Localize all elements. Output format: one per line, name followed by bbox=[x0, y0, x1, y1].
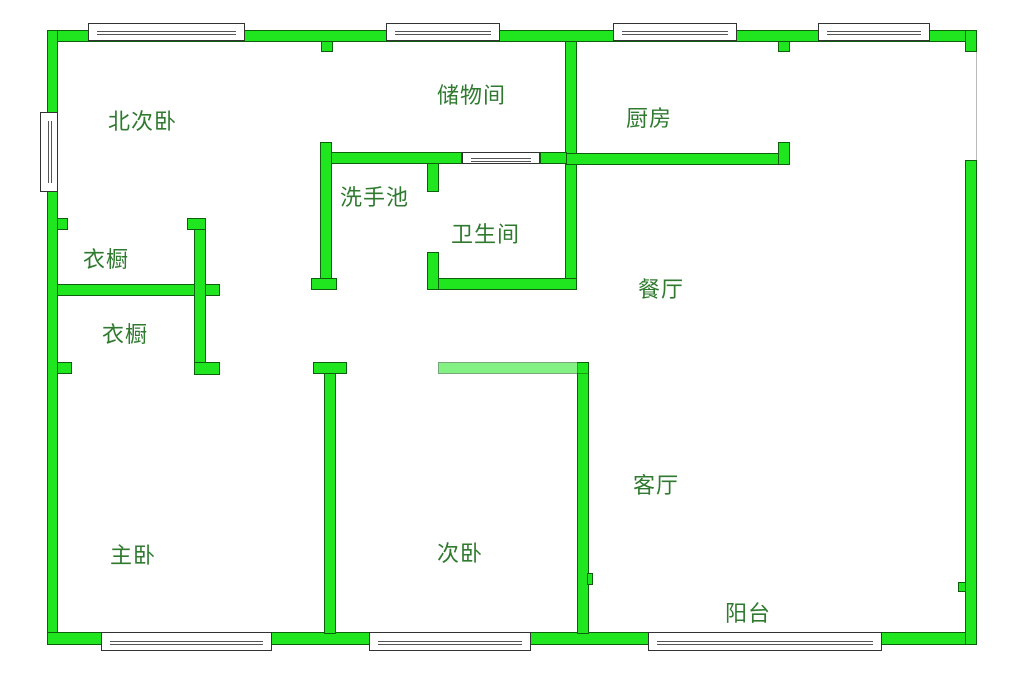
wall bbox=[57, 284, 220, 296]
wall bbox=[427, 278, 577, 290]
wall bbox=[57, 218, 68, 230]
wall bbox=[427, 252, 439, 290]
window bbox=[88, 23, 245, 41]
room-label-washbasin: 洗手池 bbox=[340, 186, 410, 211]
wall bbox=[311, 278, 337, 290]
window bbox=[818, 23, 930, 41]
wall bbox=[194, 362, 220, 375]
wall bbox=[194, 218, 206, 375]
wall bbox=[427, 163, 439, 192]
room-label-north-bedroom: 北次卧 bbox=[108, 110, 178, 135]
wall bbox=[958, 582, 966, 592]
wall bbox=[565, 41, 577, 290]
window bbox=[462, 152, 540, 164]
room-label-master-bedroom: 主卧 bbox=[110, 544, 157, 569]
wall bbox=[565, 153, 790, 165]
wall-right-lower bbox=[965, 160, 977, 645]
wall-right-upper bbox=[965, 30, 977, 52]
wall bbox=[313, 362, 347, 374]
room-label-storage: 储物间 bbox=[437, 84, 507, 109]
window bbox=[648, 632, 882, 651]
wall bbox=[321, 41, 333, 52]
wall bbox=[587, 573, 593, 585]
window bbox=[101, 632, 272, 651]
wall bbox=[187, 218, 206, 230]
window bbox=[40, 112, 58, 192]
wall-right-opening bbox=[976, 52, 977, 160]
wall bbox=[778, 41, 790, 52]
wall bbox=[577, 362, 589, 634]
room-label-dining: 餐厅 bbox=[638, 278, 685, 303]
window bbox=[369, 632, 531, 651]
room-label-wardrobe: 衣橱 bbox=[102, 323, 149, 348]
room-label-balcony: 阳台 bbox=[725, 602, 772, 627]
wall bbox=[320, 152, 462, 164]
room-label-wardrobe: 衣橱 bbox=[83, 248, 130, 273]
wall bbox=[540, 152, 567, 164]
window bbox=[386, 23, 500, 41]
room-label-second-bedroom: 次卧 bbox=[437, 542, 484, 567]
window bbox=[613, 23, 737, 41]
room-label-living: 客厅 bbox=[633, 474, 680, 499]
wall bbox=[438, 362, 589, 374]
wall bbox=[57, 362, 72, 374]
room-label-kitchen: 厨房 bbox=[626, 107, 673, 132]
wall bbox=[320, 142, 332, 290]
room-label-bathroom: 卫生间 bbox=[451, 223, 521, 248]
wall bbox=[324, 362, 336, 634]
wall bbox=[778, 142, 790, 165]
